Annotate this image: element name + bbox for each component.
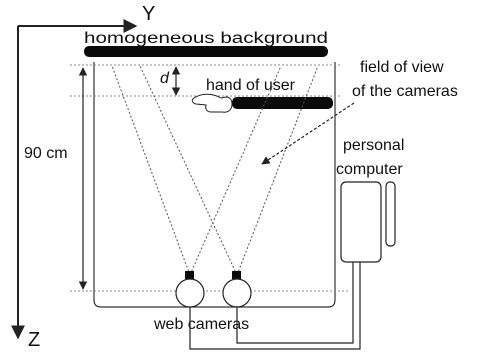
web-cameras-label: web cameras	[153, 316, 249, 333]
field-of-view-label-line2: of the cameras	[352, 83, 458, 100]
computer-monitor	[340, 181, 382, 263]
camera-lens	[232, 271, 241, 279]
field-of-view-label-line1: field of view	[360, 59, 444, 76]
z-axis-label: Z	[28, 329, 40, 351]
computer-label-line2: computer	[336, 161, 403, 178]
camera-body	[175, 278, 205, 308]
fov-ray-right-camera-right	[236, 65, 319, 276]
fov-ray-left-camera-left	[111, 65, 191, 276]
web-camera-right	[222, 271, 252, 308]
background-panel	[84, 46, 328, 57]
background-label: homogeneous background	[84, 30, 328, 47]
fov-ray-left-camera-right	[189, 65, 282, 276]
hand-shape	[191, 93, 233, 113]
height-label: 90 cm	[24, 145, 68, 162]
camera-cable-left	[189, 262, 361, 350]
coordinate-axes: Y Z	[11, 3, 155, 351]
enclosure-frame	[93, 62, 336, 308]
hand-bar	[232, 97, 333, 109]
hand-label: hand of user	[206, 77, 296, 94]
personal-computer	[340, 181, 396, 263]
camera-field-of-view	[111, 65, 319, 276]
computer-label-line1: personal	[343, 137, 404, 154]
computer-tower	[385, 181, 396, 247]
camera-lens	[185, 271, 194, 279]
distance-d-label: d	[160, 70, 170, 87]
y-axis-label: Y	[142, 3, 155, 25]
camera-cable-right	[236, 262, 354, 344]
web-camera-left	[175, 271, 205, 308]
camera-body	[222, 278, 252, 308]
field-of-view-pointer	[261, 102, 355, 165]
fov-ray-right-camera-left	[139, 65, 238, 276]
